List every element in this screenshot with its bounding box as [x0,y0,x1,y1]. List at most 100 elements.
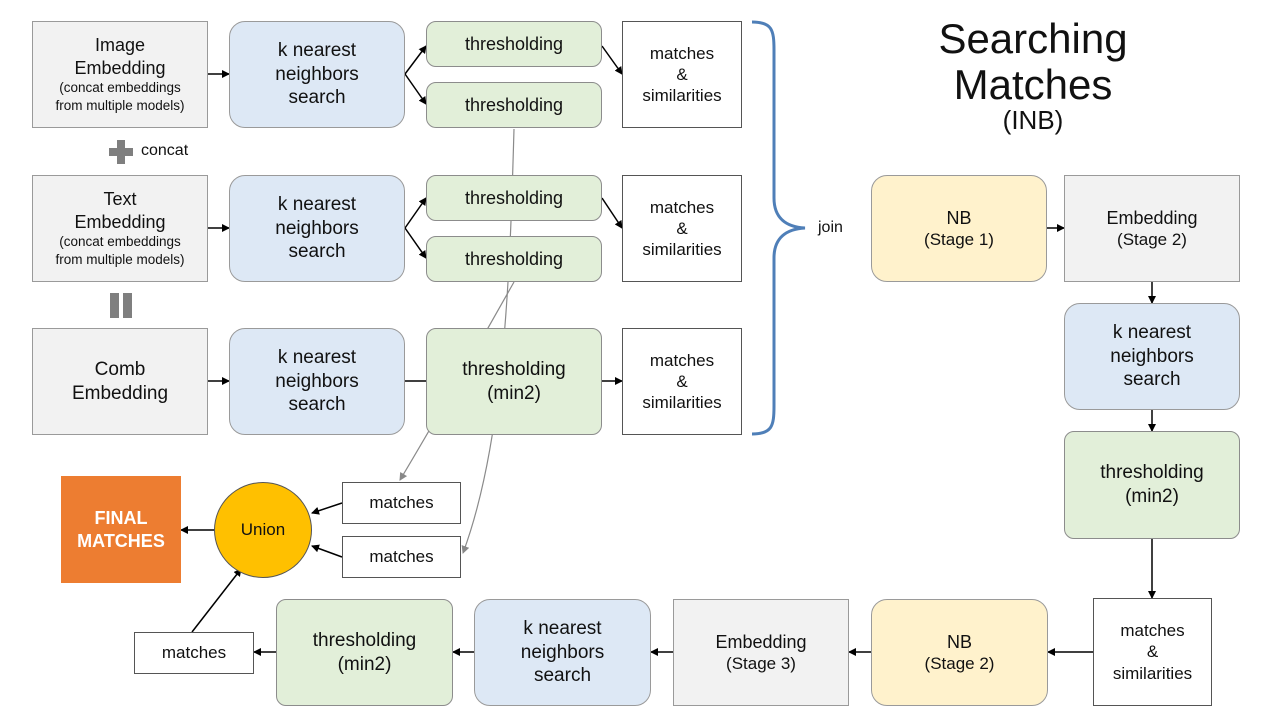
embedding-stage2-box: Embedding (Stage 2) [1064,175,1240,282]
box-line: matches [369,547,434,567]
thresholding-image-a: thresholding [426,21,602,67]
box-line: thresholding [464,94,564,115]
box-line: (min2) [337,653,392,675]
box-line: & [676,371,688,391]
box-line: matches [161,643,227,663]
arrow-thr2a-to-matches2 [601,197,623,229]
matches-box-a: matches [342,482,461,524]
box-line: MATCHES [77,530,165,551]
thresholding-min2-comb: thresholding (min2) [426,328,602,435]
arrow-matches-bottom-to-union [191,568,242,633]
thresholding-text-b: thresholding [426,236,602,282]
box-line: thresholding [464,248,564,269]
box-line: Embedding [1106,207,1198,228]
arrow-knn2-to-thr2b [404,227,427,259]
box-line: neighbors [275,370,359,392]
box-line: similarities [1112,663,1193,683]
box-note: (concat embeddings [59,234,181,250]
title-line2: Matches [953,61,1113,108]
join-brace [751,20,806,436]
box-line: matches [369,493,434,513]
parallel-bars-icon [110,293,132,318]
arrow-matches-a-to-union [311,502,343,515]
box-line: matches [649,350,715,370]
box-line: Comb [94,358,146,380]
box-line: matches [1120,621,1185,641]
box-line: similarities [642,240,722,260]
knn-search-image: k nearest neighbors search [229,21,405,128]
box-line: Embedding [74,211,166,232]
title-line1: Searching [938,15,1128,62]
box-line: neighbors [520,641,605,663]
box-line: NB [946,207,972,228]
box-line: neighbors [1110,345,1194,367]
arrow-knn1-to-thr1b [404,73,427,105]
matches-similarities-image: matches & similarities [622,21,742,128]
union-node: Union [214,482,312,578]
thresholding-min2-stage2: thresholding (min2) [1064,431,1240,539]
box-line: search [288,394,346,416]
box-line: matches [649,43,715,63]
arrow-thr1a-to-matches1 [601,45,623,75]
matches-box-b: matches [342,536,461,578]
comb-embedding-box: Comb Embedding [32,328,208,435]
box-line: Embedding [715,631,807,652]
box-line: similarities [642,86,722,106]
box-note: from multiple models) [55,252,185,267]
box-line: k nearest [1112,321,1192,343]
box-line: (Stage 2) [1117,230,1187,250]
arrow-knn2-to-thr2a [404,197,427,229]
matches-similarities-comb: matches & similarities [622,328,742,435]
box-line: NB [946,631,972,652]
knn-search-comb: k nearest neighbors search [229,328,405,435]
text-embedding-box: Text Embedding (concat embeddings from m… [32,175,208,282]
box-line: thresholding [1100,462,1204,484]
box-line: (Stage 2) [924,654,995,674]
box-line: & [1146,642,1159,662]
box-line: search [533,665,592,687]
box-line: thresholding [312,629,417,651]
plus-icon [109,140,133,164]
box-line: neighbors [275,63,359,85]
box-line: (min2) [487,382,541,404]
thresholding-min2-stage3: thresholding (min2) [276,599,453,706]
matches-similarities-stage2: matches & similarities [1093,598,1212,706]
knn-search-stage2: k nearest neighbors search [1064,303,1240,410]
thresholding-image-b: thresholding [426,82,602,128]
arrow-matches-b-to-union [311,544,343,558]
box-line: thresholding [462,358,566,380]
knn-search-stage3: k nearest neighbors search [474,599,651,706]
box-line: k nearest [277,193,357,215]
concat-label: concat [141,142,189,159]
knn-search-text: k nearest neighbors search [229,175,405,282]
box-line: neighbors [275,217,359,239]
box-line: (min2) [1125,486,1179,507]
box-line: k nearest [277,346,357,368]
box-line: thresholding [464,33,564,54]
nb-stage1-box: NB (Stage 1) [871,175,1047,282]
box-line: Embedding [71,382,169,404]
box-line: Embedding [74,57,166,78]
matches-similarities-text: matches & similarities [622,175,742,282]
box-line: (Stage 3) [726,654,796,674]
final-matches-box: FINAL MATCHES [61,476,181,583]
join-label: join [818,219,843,236]
image-embedding-box: Image Embedding (concat embeddings from … [32,21,208,128]
thresholding-text-a: thresholding [426,175,602,221]
box-note: from multiple models) [55,98,185,113]
box-line: search [288,87,346,109]
box-line: matches [649,197,715,217]
box-line: k nearest [523,617,602,639]
arrow-knn1-to-thr1a [404,45,427,75]
title-sub: (INB) [1002,105,1064,135]
embedding-stage3-box: Embedding (Stage 3) [673,599,849,706]
box-line: & [676,218,688,238]
nb-stage2-box: NB (Stage 2) [871,599,1048,706]
box-line: & [676,64,688,84]
box-line: FINAL [94,508,148,528]
box-line: similarities [642,393,722,413]
box-note: (concat embeddings [59,80,181,96]
box-line: search [1123,369,1181,391]
matches-box-bottom: matches [134,632,254,674]
